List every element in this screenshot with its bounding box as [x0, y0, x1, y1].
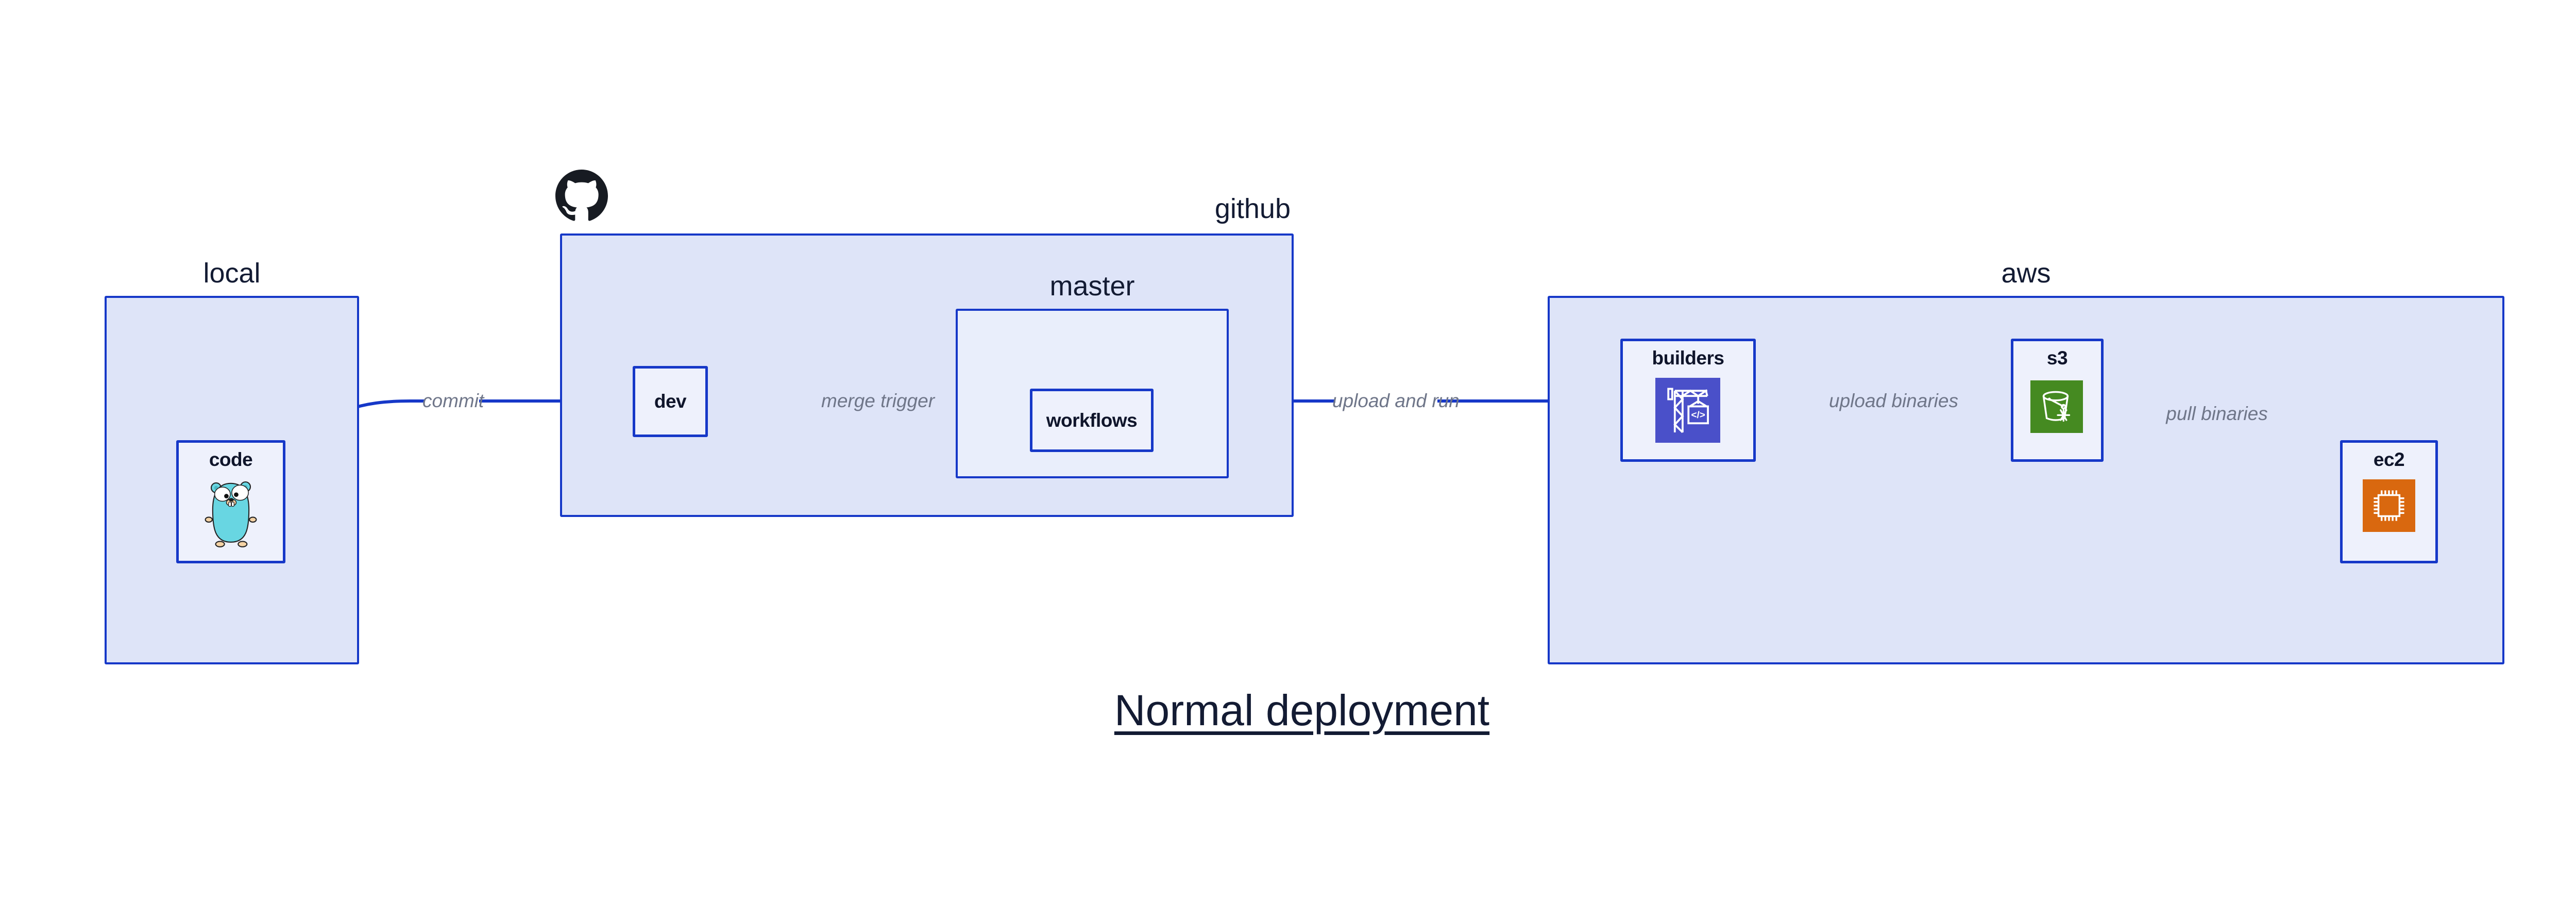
workflows-node: workflows: [1030, 389, 1154, 452]
upload-binaries-edge-label: upload binaries: [1829, 390, 1958, 411]
aws-codebuild-icon: </>: [1655, 378, 1720, 443]
dev-node-label: dev: [654, 391, 687, 412]
aws-zone-label: aws: [2001, 258, 2051, 289]
github-zone-label: github: [1214, 193, 1291, 224]
upload-and-run-edge-label: upload and run: [1332, 390, 1460, 411]
local-zone-label: local: [203, 258, 261, 289]
commit-edge-label: commit: [422, 390, 484, 411]
octocat-icon: [555, 170, 608, 221]
pull-binaries-edge-label: pull binaries: [2166, 403, 2268, 424]
merge-trigger-edge-label: merge trigger: [821, 390, 935, 411]
go-gopher-icon: [205, 481, 257, 547]
builders-node-label: builders: [1652, 347, 1724, 369]
dev-node: dev: [633, 366, 708, 437]
master-group-label: master: [1049, 271, 1135, 302]
diagram-title: Normal deployment: [1114, 686, 1490, 734]
svg-text:</>: </>: [1691, 410, 1705, 421]
ec2-node-label: ec2: [2373, 449, 2405, 470]
code-node-label: code: [209, 449, 253, 470]
aws-ec2-icon: [2363, 479, 2415, 532]
s3-node-label: s3: [2046, 347, 2068, 369]
workflows-node-label: workflows: [1046, 409, 1138, 431]
aws-s3-glacier-icon: [2030, 380, 2083, 433]
